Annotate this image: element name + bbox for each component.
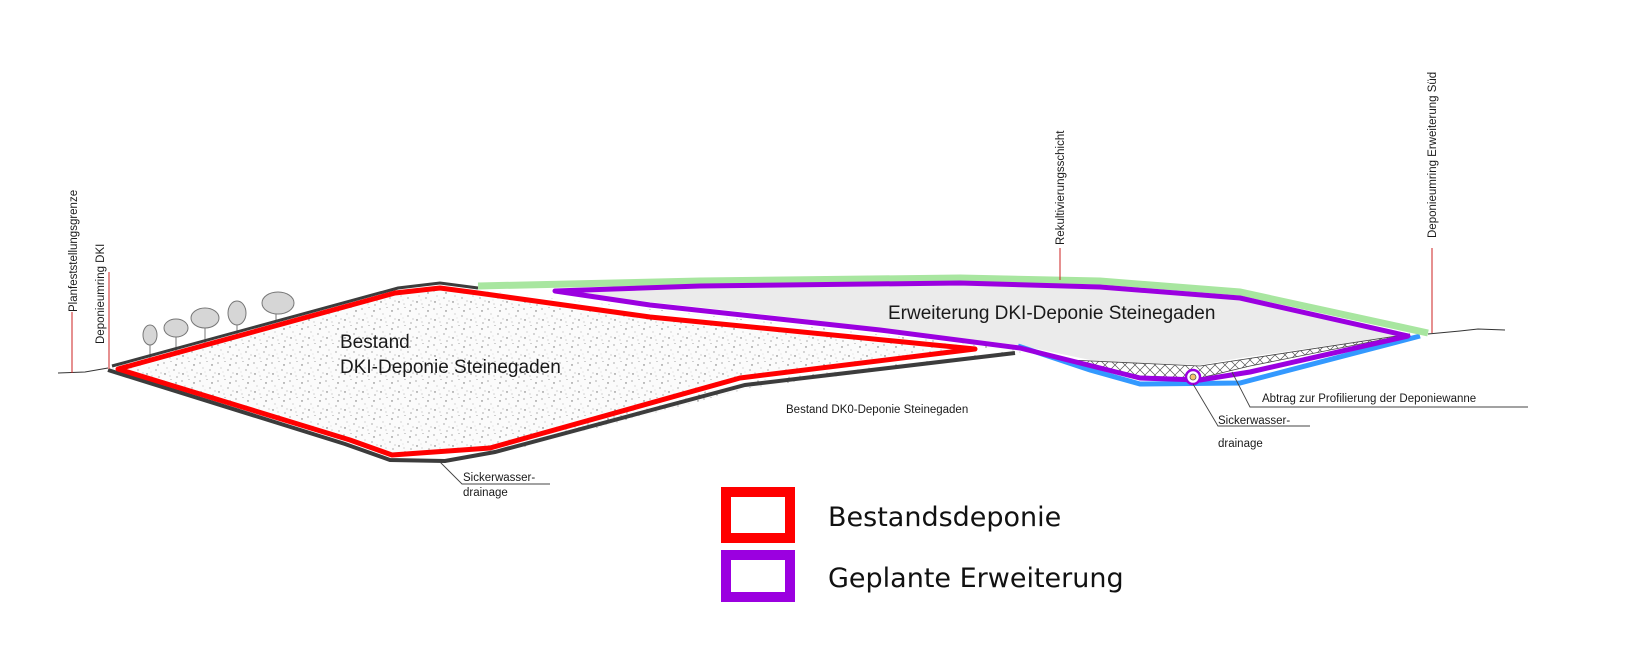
bestand-base-layer [107,351,1016,464]
label-sicker-right-1: Sickerwasser- [1218,415,1290,427]
rekultivierungsschicht-layer [477,274,1429,337]
erweiterung-outline [552,280,1411,383]
leader-sicker-right [1192,383,1310,427]
label-sicker-left-1: Sickerwasser- [463,472,535,484]
leader-abtrag [1231,371,1528,408]
label-bestand-dk0: Bestand DK0-Deponie Steinegaden [786,404,968,416]
erweiterung-body [555,283,1410,365]
bestand-top-layer [111,281,479,368]
label-planfeststellungsgrenze: Planfeststellungsgrenze [68,190,80,312]
leader-lines [71,248,1433,373]
legend: Bestandsdeponie Geplante Erweiterung [721,487,1124,602]
label-sicker-left-2: drainage [463,487,508,499]
legend-swatch-bestand [721,487,795,543]
label-abtrag: Abtrag zur Profilierung der Deponiewanne [1262,393,1476,405]
leader-sicker-left [439,461,550,485]
bestand-dk0-body [460,288,1022,448]
legend-label-erweiterung: Geplante Erweiterung [828,563,1124,594]
legend-label-bestand: Bestandsdeponie [828,502,1061,533]
label-bestand-dki: DKI-Deponie Steinegaden [340,357,561,378]
label-sicker-right-2: drainage [1218,438,1263,450]
label-deponieumring-dki: Deponieumring DKI [95,244,107,344]
label-erweiterung: Erweiterung DKI-Deponie Steinegaden [888,303,1215,324]
label-rekultivierungsschicht: Rekultivierungsschicht [1055,130,1067,245]
sickerwasser-pipe-right-core [1189,373,1197,381]
label-bestand: Bestand [340,332,410,353]
tree-icons [142,291,295,362]
terrain-left [57,367,109,374]
legend-swatch-erweiterung [721,550,795,602]
bestand-outline [115,285,978,458]
label-deponieumring-sued: Deponieumring Erweiterung Süd [1427,72,1439,238]
terrain-right [1427,328,1506,335]
